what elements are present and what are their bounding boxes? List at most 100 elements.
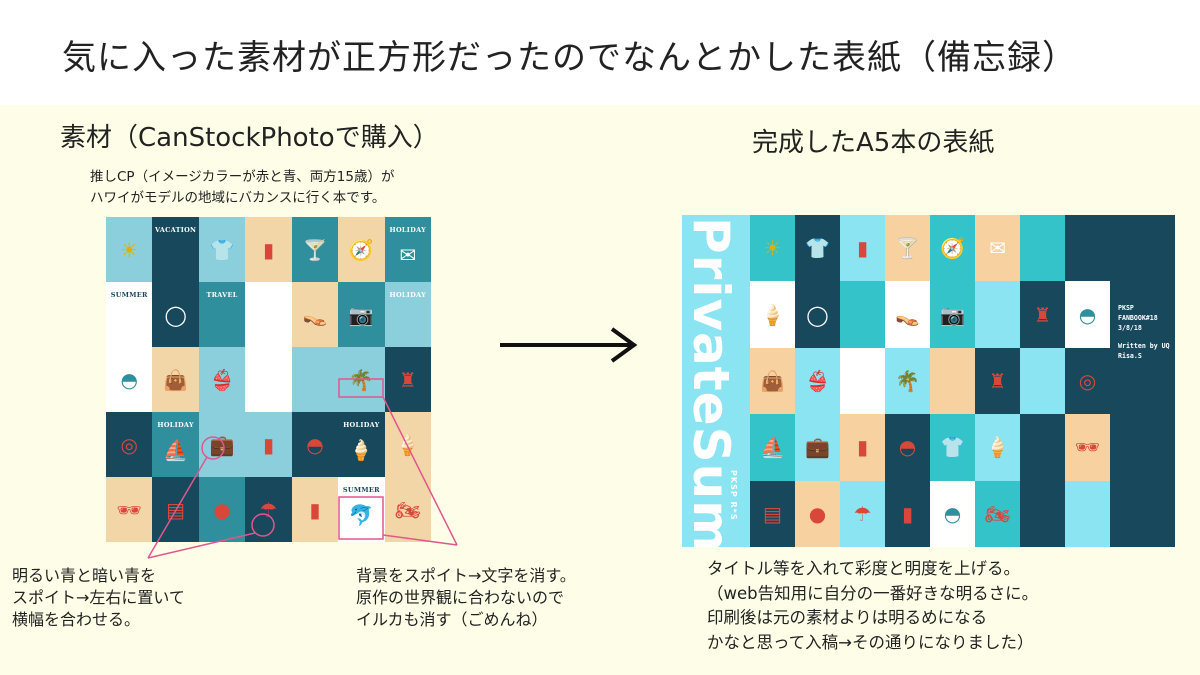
flip-flops-icon: 👡	[895, 302, 920, 327]
tile: 👜	[152, 347, 199, 412]
tile: ☂	[245, 477, 292, 542]
postcard-icon: ✉	[989, 236, 1006, 261]
tile: ▮	[245, 412, 292, 477]
source-caption: 推しCP（イメージカラーが赤と青、両方15歳）が ハワイがモデルの地域にバカンス…	[90, 167, 394, 209]
sunscreen-icon: ▮	[262, 432, 274, 457]
tile: 🧭	[930, 215, 975, 282]
tile: ●	[795, 480, 840, 547]
tile: ▮	[291, 477, 339, 542]
sun-hat-icon: ◓	[306, 432, 324, 457]
hat-icon: ◓	[120, 367, 138, 392]
arrow-right-icon	[500, 327, 638, 363]
note-left: 明るい青と暗い青を スポイト→左右に置いて 横幅を合わせる。	[12, 565, 185, 631]
tile: ◓	[291, 412, 339, 477]
swimsuit-icon: ▤	[763, 501, 782, 526]
note-line: 背景をスポイト→文字を消す。	[356, 566, 576, 585]
suitcase-icon: 💼	[209, 432, 235, 457]
tile: ✉	[975, 215, 1020, 282]
flip-flops-icon: 👡	[302, 302, 328, 327]
tile: ♜	[975, 347, 1020, 415]
sun-icon: ☀	[763, 236, 782, 261]
tile: ▮	[245, 217, 292, 282]
tile: 💼	[795, 414, 840, 481]
tile: 👕	[930, 414, 975, 481]
tile: 👕	[198, 217, 246, 282]
tile: ▮	[840, 215, 885, 282]
lighthouse-icon: ♜	[1033, 302, 1052, 327]
hat-icon: ◓	[943, 501, 962, 526]
note-line: タイトル等を入れて彩度と明度を上げる。	[707, 559, 1021, 578]
tile: 🍸	[885, 215, 930, 282]
note-line: 印刷後は元の素材よりは明るめになる	[707, 608, 988, 627]
tile: 📷	[930, 281, 975, 348]
tile: ⛵	[750, 414, 795, 481]
beach-ball-icon: ●	[808, 501, 827, 526]
tile-label: HOLIDAY	[389, 226, 427, 234]
sunglasses-icon: 🕶	[1074, 435, 1101, 460]
tile: ◎	[106, 412, 153, 477]
camera-icon: 📷	[348, 302, 374, 327]
tile	[1020, 215, 1065, 282]
tile: 🕶	[1065, 414, 1110, 481]
tile	[840, 347, 885, 415]
tile: ☂	[840, 480, 885, 547]
motorbike-icon: 🏍	[395, 497, 421, 522]
palm-island-icon: 🌴	[895, 368, 920, 393]
tile	[1020, 480, 1065, 547]
tile	[930, 347, 975, 415]
tile: ▤	[750, 480, 795, 547]
tile	[1020, 347, 1065, 415]
tile: 🧭	[338, 217, 385, 282]
tile: 🏍	[384, 477, 431, 542]
tank-top-icon: 👕	[209, 237, 235, 262]
tile: 🕶	[106, 477, 153, 542]
cocktail-icon: 🍸	[895, 236, 920, 261]
tile: HOLIDAY✉	[384, 217, 431, 282]
tile-label: HOLIDAY	[157, 421, 194, 429]
result-cover-grid: ☀👕▮🍸🧭✉🍦◯👡📷♜◓👜👙🌴♜◎⛵💼▮◓👕🍦🕶▤●☂▮◓🏍	[750, 215, 1110, 547]
cover-info-line: Written by UQ	[1118, 342, 1170, 350]
tile: 🌴	[885, 347, 930, 415]
lotion-icon: ▮	[309, 497, 321, 522]
tile: 📷	[338, 282, 385, 347]
title-band: 気に入った素材が正方形だったのでなんとかした表紙（備忘録）	[0, 0, 1200, 105]
cover-info-line: Risa.S	[1118, 352, 1142, 360]
lotion-icon: ▮	[901, 501, 913, 526]
tile: 👙	[198, 347, 246, 412]
sun-icon: ☀	[120, 237, 139, 262]
cover-title: PrivateSummer	[682, 217, 740, 547]
cover-info-spacer	[1118, 333, 1170, 341]
tile: ◎	[1065, 347, 1110, 415]
compass-icon: 🧭	[940, 236, 965, 261]
tile	[291, 347, 339, 412]
tile-label: VACATION	[154, 226, 197, 234]
cocktail-icon: 🍸	[302, 237, 328, 262]
umbrella-icon: ☂	[853, 501, 872, 526]
tile: ☀	[106, 217, 153, 282]
sun-hat-icon: ◓	[898, 435, 917, 460]
ice-cream-icon: 🍦	[395, 432, 421, 457]
source-caption-line: ハワイがモデルの地域にバカンスに行く本です。	[90, 190, 386, 206]
cover-info-line: PKSP	[1118, 304, 1134, 312]
tile: SUMMER🐬	[338, 477, 385, 542]
source-caption-line: 推しCP（イメージカラーが赤と青、両方15歳）が	[90, 169, 395, 185]
tile: ◓	[885, 414, 930, 481]
tile: 🍦	[750, 281, 795, 348]
beach-bag-icon: 👜	[163, 367, 189, 392]
lifebuoy-icon: ◎	[1078, 368, 1097, 393]
tank-top-icon: 👕	[805, 236, 830, 261]
compass-icon: 🧭	[348, 237, 374, 262]
tile: ◓	[1065, 281, 1110, 348]
tile: ◓	[930, 480, 975, 547]
tile-label: HOLIDAY	[343, 421, 380, 429]
tile: 🍸	[291, 217, 339, 282]
tile: ▮	[840, 414, 885, 481]
sunscreen-icon: ▮	[856, 435, 868, 460]
tile: TRAVEL	[198, 282, 246, 347]
note-line: イルカも消す（ごめんね）	[356, 610, 548, 629]
tile: SUMMER	[106, 282, 153, 347]
note-line: スポイト→左右に置いて	[12, 588, 185, 607]
source-section-title: 素材（CanStockPhotoで購入）	[60, 123, 439, 153]
lighthouse-icon: ♜	[398, 367, 417, 392]
tile: 👜	[750, 347, 795, 415]
